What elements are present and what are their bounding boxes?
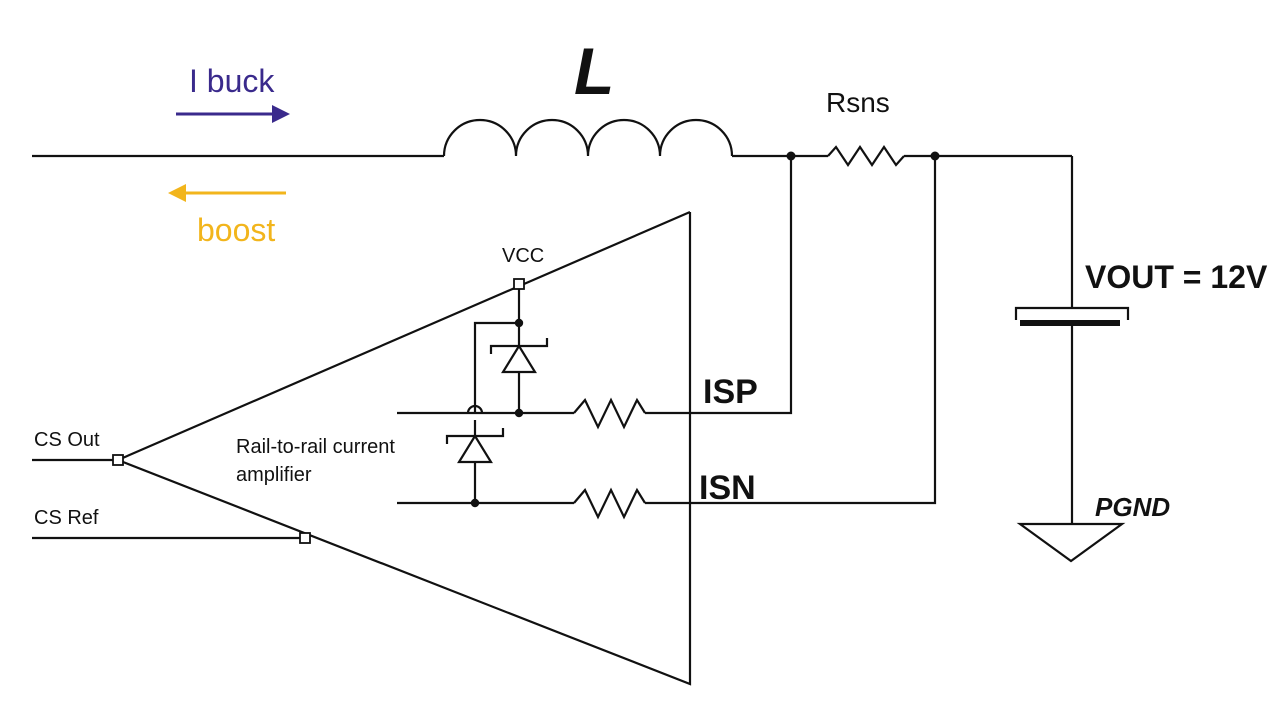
wire-crossover-hop xyxy=(466,404,484,414)
ground-symbol xyxy=(1016,522,1126,563)
boost-arrow-icon xyxy=(168,184,186,202)
isn-resistor xyxy=(573,487,646,520)
label-cs-out: CS Out xyxy=(34,429,100,451)
label-vout: VOUT = 12V xyxy=(1085,259,1268,295)
label-inductor: L xyxy=(574,34,614,108)
cs-out-pin xyxy=(112,454,124,466)
label-pgnd: PGND xyxy=(1095,492,1170,522)
label-cs-ref: CS Ref xyxy=(34,507,99,529)
inductor-coil xyxy=(442,118,734,157)
label-vcc: VCC xyxy=(502,245,544,267)
isn-sense-wire xyxy=(645,156,937,505)
label-i-buck: I buck xyxy=(189,63,275,99)
rsns-resistor xyxy=(827,145,905,167)
amplifier-triangle xyxy=(115,210,692,686)
label-boost: boost xyxy=(197,212,275,248)
junction-dot-isp-internal xyxy=(514,408,524,418)
lower-diode-cathode xyxy=(445,428,505,444)
isp-resistor xyxy=(573,397,646,430)
label-isp: ISP xyxy=(703,373,758,411)
cs-ref-pin xyxy=(299,532,311,544)
capacitor-top-plate xyxy=(1014,306,1130,320)
label-amplifier-line1: Rail-to-rail current xyxy=(236,436,395,458)
label-rsns: Rsns xyxy=(826,87,890,118)
label-isn: ISN xyxy=(699,469,756,507)
isp-sense-wire xyxy=(645,156,793,415)
junction-dot-isn-internal xyxy=(470,498,480,508)
lower-diode-body xyxy=(457,433,493,464)
label-amplifier-line2: amplifier xyxy=(236,464,312,486)
buck-arrow-icon xyxy=(272,105,290,123)
junction-dot-vcc-node xyxy=(514,318,524,328)
vcc-pin xyxy=(513,278,525,290)
vcc-bypass-wire xyxy=(473,321,519,413)
upper-diode-body xyxy=(501,343,537,374)
upper-diode-cathode xyxy=(489,338,549,354)
